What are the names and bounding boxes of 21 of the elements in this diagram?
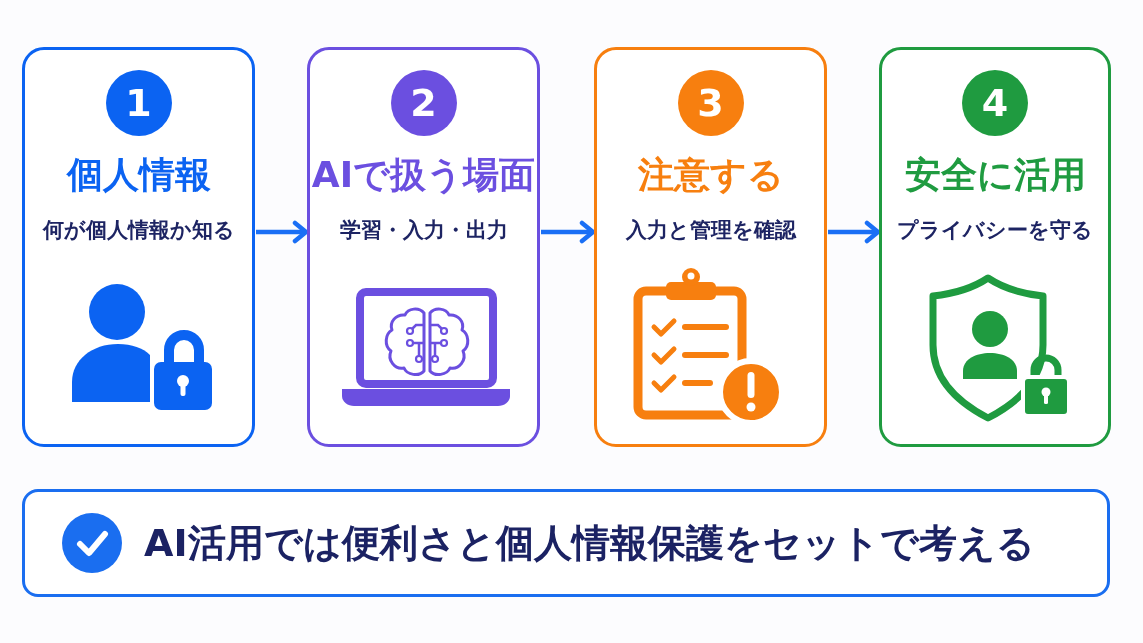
summary-text: AI活用では便利さと個人情報保護をセットで考える [144,520,1035,567]
step-number: 1 [105,70,172,136]
step-number: 2 [390,70,457,136]
step-title: AIで扱う場面 [311,153,536,197]
arrow [828,220,881,244]
step-description: プライバシーを守る [897,217,1093,244]
summary-box [22,489,1110,597]
arrow [541,220,596,244]
step-description: 入力と管理を確認 [625,217,796,244]
step-title: 注意する [637,153,784,197]
step-card [879,47,1111,447]
step-card [307,47,540,447]
step-description: 学習・入力・出力 [339,217,508,244]
step-number: 3 [677,70,744,136]
arrow [256,220,309,244]
step-title: 安全に活用 [904,153,1086,197]
step-description: 何が個人情報か知る [42,217,235,244]
step-number: 4 [962,70,1028,136]
step-title: 個人情報 [66,153,211,197]
step-card [22,47,255,447]
step-card [594,47,827,447]
